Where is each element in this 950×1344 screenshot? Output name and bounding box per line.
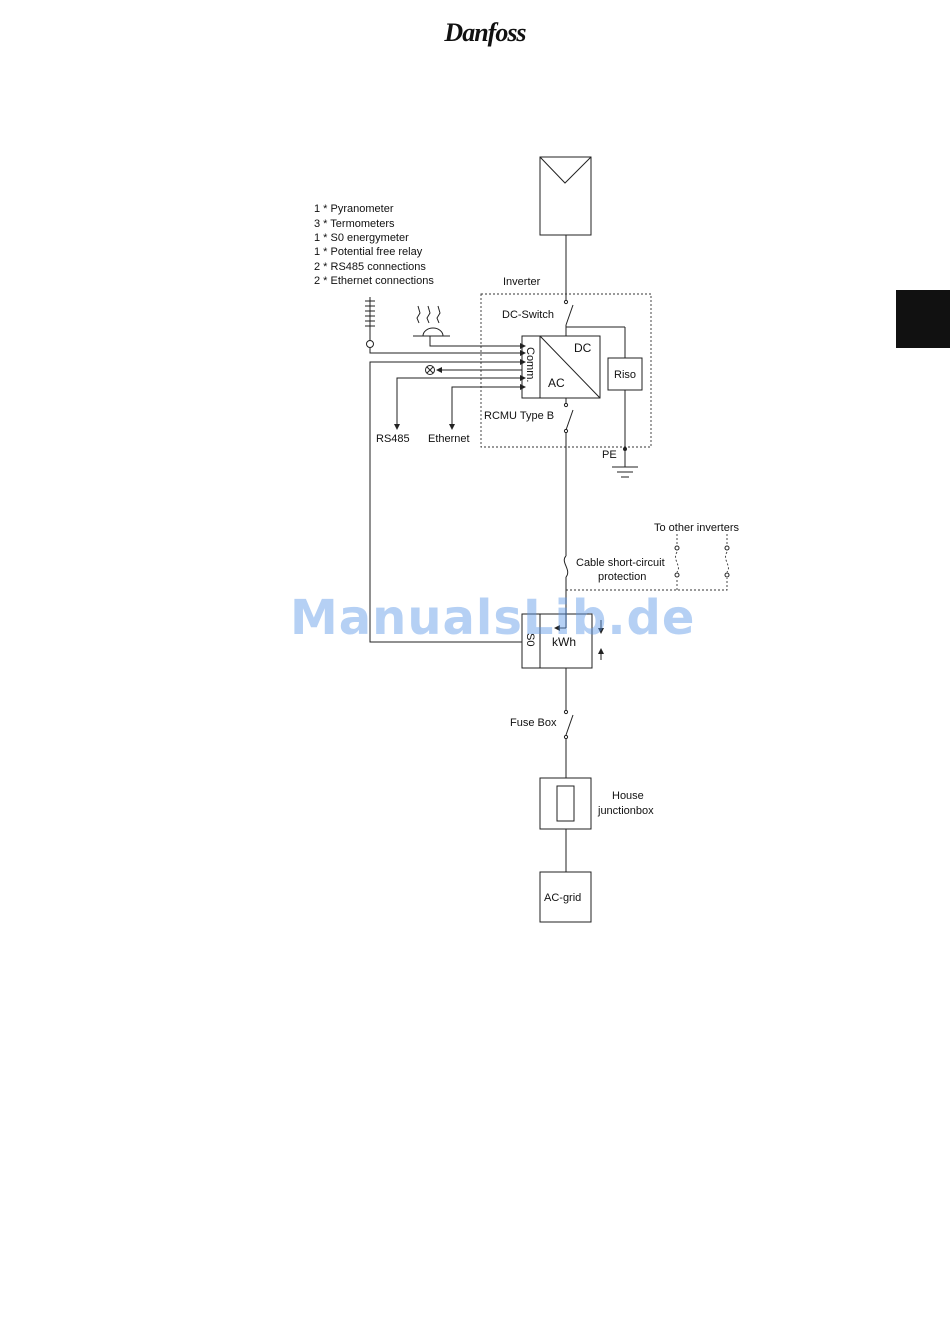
legend: 1 * Pyranometer 3 * Termometers 1 * S0 e…: [314, 203, 434, 287]
ac-grid-box: [539, 871, 592, 923]
danfoss-logo: Danfoss: [444, 18, 526, 47]
other-inverters-branch: [566, 578, 728, 591]
house-junctionbox: [539, 777, 592, 830]
rcmu-switch-icon: [563, 398, 574, 434]
dc-switch-label: DC-Switch: [502, 309, 554, 321]
legend-ethernet: 2 * Ethernet connections: [314, 275, 434, 287]
s0-label: S0: [524, 633, 536, 646]
inverter-label: Inverter: [503, 276, 541, 288]
cable-protection-line2: protection: [598, 571, 646, 583]
fuse-box-label: Fuse Box: [510, 717, 557, 729]
relay-lamp-icon: [425, 365, 435, 375]
riso-label: Riso: [614, 369, 636, 381]
rcmu-label: RCMU Type B: [484, 410, 554, 422]
to-other-inverters-label: To other inverters: [654, 522, 739, 534]
cable-protection-line1: Cable short-circuit: [576, 557, 665, 569]
legend-pyranometer: 1 * Pyranometer: [314, 203, 394, 215]
kwh-label: kWh: [552, 635, 576, 649]
other-inverter-fuse-1: [674, 534, 680, 578]
ac-label: AC: [548, 376, 565, 390]
legend-relay: 1 * Potential free relay: [314, 246, 423, 258]
house-label-line2: junctionbox: [597, 805, 654, 817]
fuse-box-switch-icon: [563, 709, 574, 740]
dc-switch-icon: [563, 299, 574, 336]
comm-label: Comm.: [524, 347, 536, 382]
watermark: ManualsLib.de: [290, 590, 696, 646]
converter-box: [521, 335, 601, 399]
house-label-line1: House: [612, 790, 644, 802]
ac-grid-label: AC-grid: [544, 892, 581, 904]
cable-fuse-icon: [563, 555, 569, 578]
pyranometer-icon: [413, 305, 450, 337]
meter-arrow-up-icon: [598, 648, 604, 660]
legend-s0-energymeter: 1 * S0 energymeter: [314, 232, 409, 244]
ethernet-label: Ethernet: [428, 433, 470, 445]
ground-icon: [612, 466, 638, 478]
legend-termometers: 3 * Termometers: [314, 218, 395, 230]
dc-label: DC: [574, 341, 592, 355]
pv-module-icon: [539, 156, 592, 236]
pe-label: PE: [602, 449, 617, 461]
meter-arrow-down-icon: [598, 620, 604, 634]
legend-rs485: 2 * RS485 connections: [314, 261, 426, 273]
s0-signal-line: [369, 361, 522, 643]
section-tab-marker: [896, 290, 950, 348]
thermometer-icon: [365, 297, 375, 348]
rs485-label: RS485: [376, 433, 410, 445]
kwh-meter: [521, 613, 593, 669]
other-inverter-fuse-2: [724, 534, 730, 578]
